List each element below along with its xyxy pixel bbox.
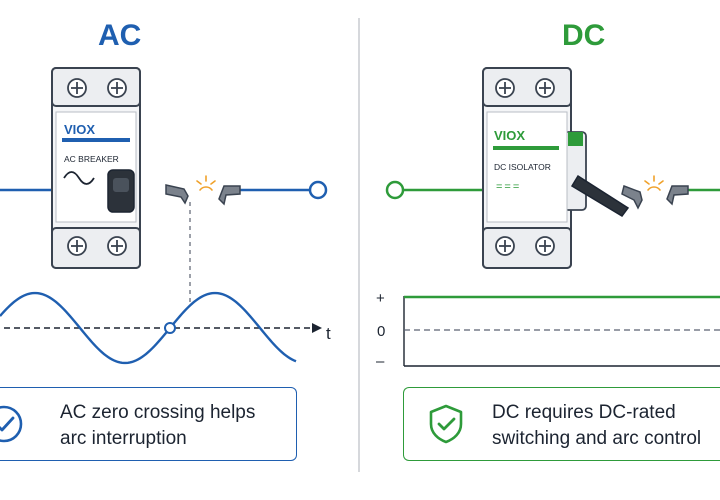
ac-device-brand: VIOX — [64, 122, 95, 137]
arc-spark-icon — [196, 175, 216, 191]
open-contacts-icon — [165, 184, 241, 206]
screw-icon — [495, 236, 555, 256]
dc-tick-minus: – — [376, 353, 385, 370]
ac-note-card: AC zero crossing helps arc interruption — [0, 387, 297, 461]
shield-check-icon — [429, 404, 463, 444]
ac-note-line-1: AC zero crossing helps — [60, 402, 256, 423]
circuit-breaker-icon — [51, 67, 141, 269]
open-contacts-icon — [621, 185, 689, 210]
dc-heading: DC — [562, 19, 606, 52]
dc-tick-plus: + — [376, 290, 385, 307]
check-circle-icon — [0, 405, 23, 443]
dc-circuit-terminal — [385, 180, 405, 200]
ac-sine-wave — [0, 291, 297, 365]
ac-device-label: AC BREAKER — [64, 154, 119, 164]
ac-heading: AC — [98, 19, 142, 52]
arc-spark-icon — [644, 175, 664, 191]
ac-time-axis-label: t — [326, 324, 331, 343]
dc-note-line-2: switching and arc control — [492, 428, 702, 449]
dc-note-line-1: DC requires DC-rated — [492, 402, 676, 423]
screw-icon — [495, 78, 555, 98]
ac-circuit-terminal — [308, 180, 328, 200]
dc-device-label: DC ISOLATOR — [494, 162, 551, 172]
screw-icon — [67, 78, 127, 98]
dc-device-symbol: === — [496, 181, 521, 193]
isolator-switch-icon — [482, 67, 630, 269]
dc-tick-zero: 0 — [377, 323, 385, 340]
screw-icon — [67, 236, 127, 256]
ac-note-line-2: arc interruption — [60, 428, 187, 449]
dc-device-brand: VIOX — [494, 128, 525, 143]
dc-note-card: DC requires DC-rated switching and arc c… — [403, 387, 720, 461]
ac-zero-crossing-marker — [164, 322, 176, 334]
